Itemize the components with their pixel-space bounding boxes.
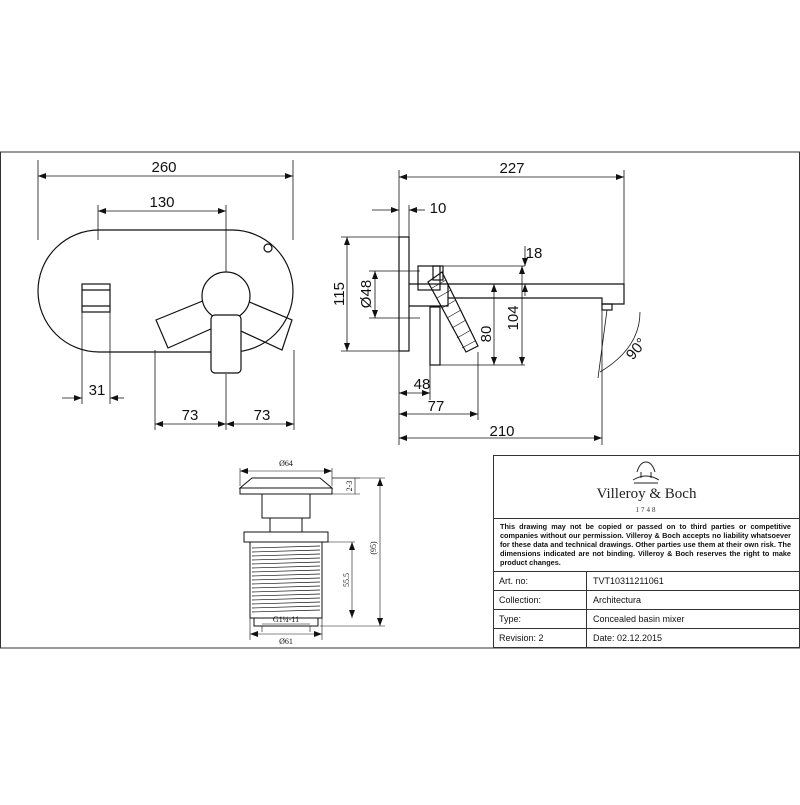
cover-plate [37, 229, 294, 353]
brand-name: Villeroy & Boch [596, 486, 697, 502]
thread-line [251, 561, 321, 565]
dim-130: 130 [149, 194, 174, 211]
row-collection: Collection: Architectura [494, 590, 799, 609]
side-view [398, 236, 625, 366]
dim-48: 48 [414, 376, 431, 393]
lever-hatching [431, 279, 476, 349]
dim-115: 115 [331, 282, 348, 306]
dim-73-left: 73 [182, 407, 199, 424]
row-label: Type: [499, 614, 522, 624]
side-dimension-lines [341, 170, 641, 445]
side-stem [429, 306, 441, 366]
plate-knob [263, 243, 273, 253]
dim-104: 104 [505, 305, 522, 330]
title-block-logo-area: Villeroy & Boch 1748 [494, 456, 799, 519]
thread-line [251, 545, 321, 549]
thread-line [251, 557, 321, 561]
thread-line [251, 549, 321, 553]
thread-line [251, 581, 321, 585]
dim-total-height: (95) [369, 541, 378, 555]
thread-line [251, 597, 321, 601]
drain-collar [243, 531, 329, 543]
front-dimension-lines [37, 160, 295, 430]
row-value: TVT10311211061 [593, 576, 664, 586]
dim-260: 260 [151, 159, 176, 176]
dim-77: 77 [428, 398, 445, 415]
row-label: Collection: [499, 595, 542, 605]
revision-label: Revision: 2 [499, 633, 544, 643]
thread-line [251, 605, 321, 609]
handle-block [417, 265, 441, 291]
spout-outlet [81, 283, 111, 313]
drain-dimension-labels: Ø64 2-3 (95) 55.5 G1¼-11 Ø61 [273, 459, 378, 646]
dim-18: 18 [526, 245, 543, 262]
dim-90-degrees: 90° [623, 335, 651, 363]
handle-stem [210, 314, 242, 374]
row-label: Art. no: [499, 576, 529, 586]
dim-73-right: 73 [254, 407, 271, 424]
drain-cap [238, 477, 334, 489]
side-dimension-labels: 227 10 18 115 Ø48 80 104 90° 48 77 210 [331, 160, 650, 440]
thread-line [251, 565, 321, 569]
drain-dimension-lines [239, 468, 385, 640]
thread-line [251, 553, 321, 557]
handle-hub [201, 271, 251, 321]
dim-227: 227 [499, 160, 524, 177]
date-label: Date: 02.12.2015 [593, 633, 663, 643]
thread-line [251, 585, 321, 589]
drain-view [238, 477, 334, 627]
dim-dia64: Ø64 [279, 459, 293, 468]
spout-body [409, 283, 625, 307]
side-lever [427, 271, 479, 353]
dim-dia48: Ø48 [358, 280, 375, 308]
brand-year: 1748 [635, 506, 658, 514]
thread-line [251, 577, 321, 581]
thread-line [251, 609, 321, 613]
dim-80: 80 [478, 326, 495, 343]
legal-notice: This drawing may not be copied or passed… [500, 522, 791, 567]
dim-dia61: Ø61 [279, 637, 293, 646]
dim-10: 10 [430, 200, 447, 217]
drain-thread [251, 545, 321, 613]
dim-thread: G1¼-11 [273, 615, 299, 624]
thread-line [251, 569, 321, 573]
row-article-number: Art. no: TVT10311211061 [494, 571, 799, 590]
thread-line [251, 601, 321, 605]
row-value: Concealed basin mixer [593, 614, 685, 624]
dim-31: 31 [89, 382, 106, 399]
thread-line [251, 573, 321, 577]
row-value: Architectura [593, 595, 642, 605]
front-dimension-labels: 260 130 31 73 73 [89, 159, 271, 424]
drain-stem [261, 493, 311, 519]
brand-logo-icon [632, 461, 660, 484]
front-view [37, 229, 294, 374]
dim-cap-height: 2-3 [345, 481, 354, 492]
thread-line [251, 593, 321, 597]
thread-line [251, 589, 321, 593]
wall-plate [398, 236, 410, 352]
title-block: Villeroy & Boch 1748 This drawing may no… [493, 455, 800, 648]
dim-210: 210 [489, 423, 514, 440]
row-type: Type: Concealed basin mixer [494, 609, 799, 628]
dim-thread-length: 55.5 [342, 573, 351, 587]
row-revision-date: Revision: 2 Date: 02.12.2015 [494, 628, 799, 647]
